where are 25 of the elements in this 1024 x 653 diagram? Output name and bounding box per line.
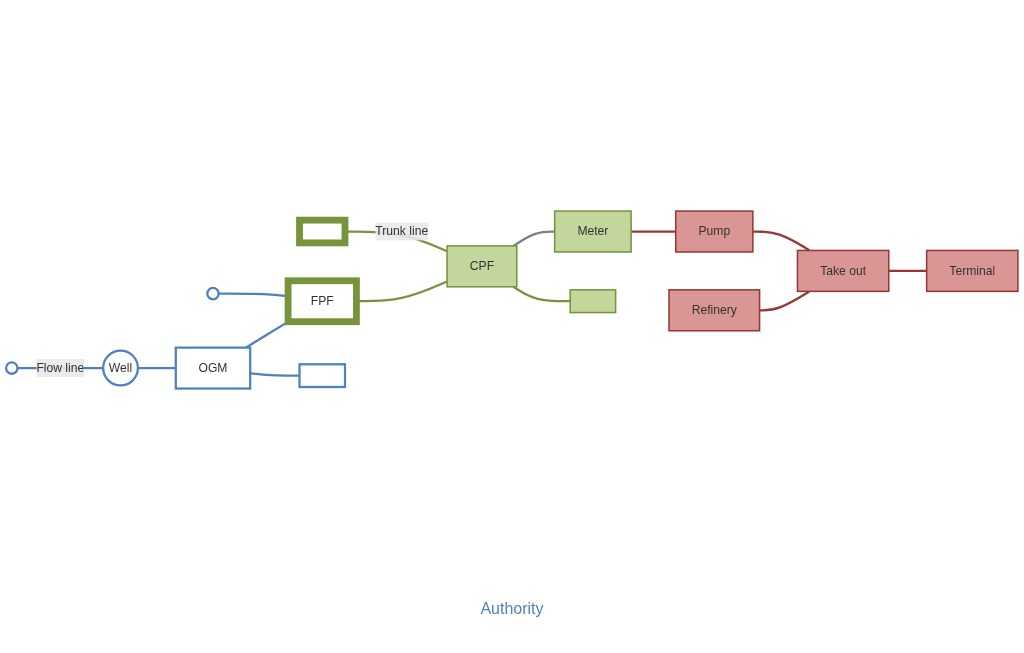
note-text: Authority bbox=[480, 600, 544, 617]
edge-label: Trunk line bbox=[375, 224, 429, 238]
node-box: CPF bbox=[446, 245, 518, 288]
connector bbox=[752, 230, 811, 252]
node-box bbox=[569, 289, 617, 314]
node-box: Meter bbox=[553, 210, 632, 253]
node-box: OGM bbox=[174, 346, 252, 390]
connector bbox=[512, 286, 571, 303]
node-box: Terminal bbox=[925, 249, 1019, 293]
node-box: Take out bbox=[796, 249, 890, 293]
node-star bbox=[4, 361, 19, 376]
connector bbox=[631, 230, 676, 233]
connector bbox=[759, 290, 811, 312]
connector bbox=[888, 270, 927, 273]
node-box: Pump bbox=[674, 210, 754, 253]
connector bbox=[137, 367, 176, 370]
connector bbox=[512, 230, 555, 248]
node-star bbox=[206, 287, 220, 301]
node-circle: Well bbox=[102, 349, 140, 387]
node-box: Refinery bbox=[668, 289, 761, 332]
connector bbox=[250, 372, 300, 377]
node-box: FPF bbox=[284, 277, 360, 326]
edge-label: Flow line bbox=[36, 361, 85, 375]
node-box bbox=[296, 216, 349, 247]
node-box bbox=[298, 363, 347, 389]
